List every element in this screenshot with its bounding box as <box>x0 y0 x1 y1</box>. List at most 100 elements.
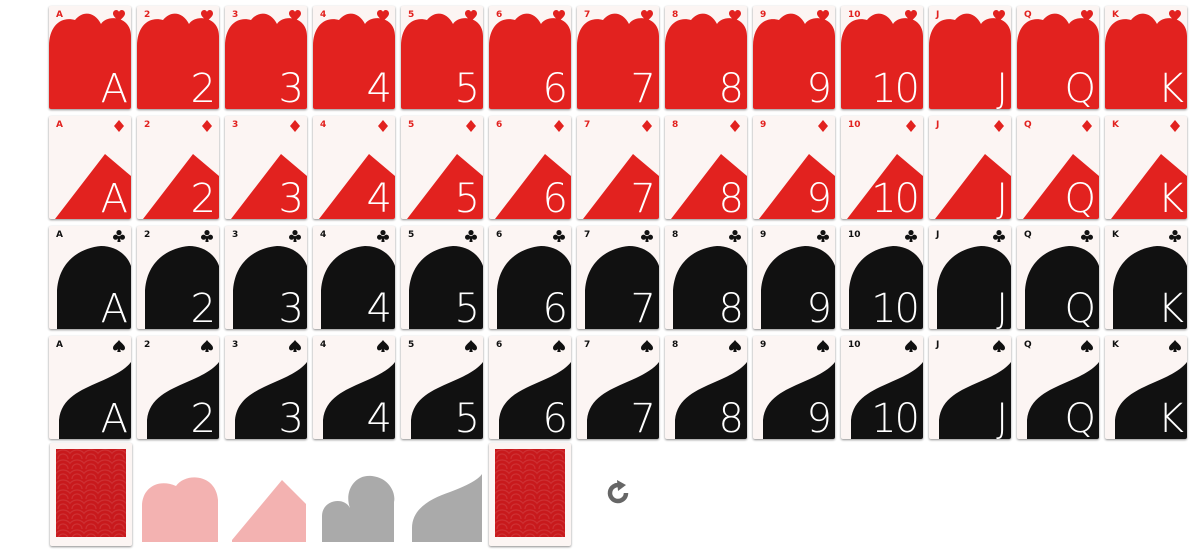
reload-button[interactable] <box>604 479 632 507</box>
corner-rank: 10 <box>848 120 861 130</box>
card-rank-large: Q <box>1064 176 1097 219</box>
heart-icon <box>553 10 565 21</box>
corner-rank: 3 <box>232 10 239 20</box>
club-icon <box>289 230 301 242</box>
foundation-spades-placeholder[interactable] <box>402 472 484 546</box>
corner-rank: 8 <box>672 10 679 20</box>
stock-pile-card-back[interactable] <box>50 443 132 546</box>
clubs-large-shape <box>57 246 131 329</box>
card-rank-large: 9 <box>806 176 832 219</box>
card-rank-large: 4 <box>366 286 392 329</box>
spades-large-shape <box>499 362 571 439</box>
spades-large-shape <box>1027 362 1099 439</box>
diamond-icon <box>906 120 916 132</box>
card-rank-large: 7 <box>630 286 656 329</box>
card-rank-large: 5 <box>454 286 480 329</box>
corner-rank: 2 <box>144 10 151 20</box>
foundation-diamonds-placeholder[interactable] <box>226 476 308 546</box>
spades-large-shape <box>675 362 747 439</box>
clubs-large-shape <box>233 246 307 329</box>
diamonds-large-shape <box>55 154 131 219</box>
hearts-large-shape <box>1105 13 1187 109</box>
spade-icon <box>905 340 917 352</box>
diamond-icon <box>1082 120 1092 132</box>
clubs-large-shape <box>937 246 1011 329</box>
hearts-large-shape <box>401 13 483 109</box>
corner-rank: 5 <box>408 120 415 130</box>
waste-pile-card-back[interactable] <box>489 443 571 546</box>
corner-rank: 9 <box>760 10 767 20</box>
reload-icon <box>607 480 629 504</box>
corner-rank: 3 <box>232 120 239 130</box>
corner-rank: K <box>1112 230 1119 240</box>
corner-rank: 6 <box>496 340 503 350</box>
diamond-icon <box>378 120 388 132</box>
corner-rank: 5 <box>408 10 415 20</box>
card-rank-large: K <box>1157 66 1184 109</box>
card-rank-large: J <box>996 176 1008 219</box>
diamond-icon <box>114 120 124 132</box>
card-rank-large: 8 <box>718 66 744 109</box>
diamonds-large-shape <box>935 154 1011 219</box>
card-rank-large: K <box>1157 396 1184 439</box>
clubs-large-shape <box>145 246 219 329</box>
heart-icon <box>905 10 917 21</box>
foundation-hearts-placeholder[interactable] <box>138 476 220 546</box>
corner-rank: J <box>936 230 940 240</box>
foundation-clubs-placeholder[interactable] <box>314 472 396 546</box>
corner-rank: 2 <box>144 230 151 240</box>
